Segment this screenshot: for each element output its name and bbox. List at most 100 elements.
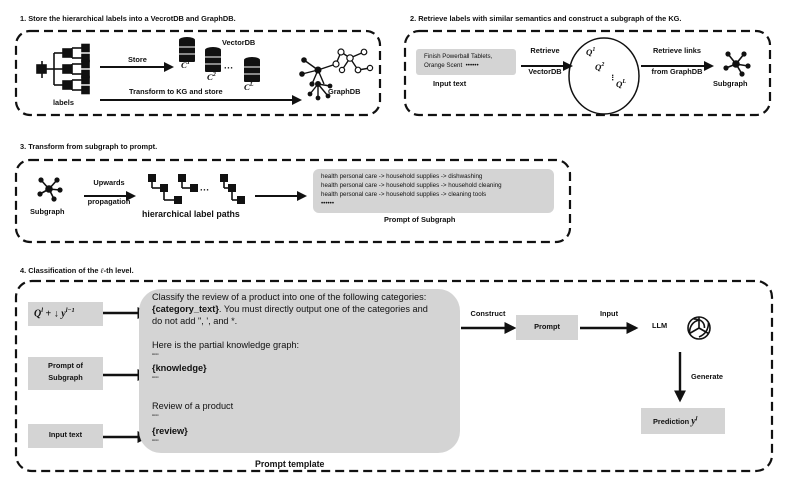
llm-label: LLM <box>652 321 668 330</box>
store-label: Store <box>128 55 147 64</box>
section3-title: 3. Transform from subgraph to prompt. <box>20 142 158 151</box>
vector-ql: CL <box>244 82 254 92</box>
retrieve-links-1: Retrieve links <box>652 46 702 55</box>
query-q2-sup: 2 <box>601 62 605 69</box>
prediction-text: Prediction <box>653 417 692 426</box>
section4-title-pre: 4. Classification of the <box>20 266 101 275</box>
query-input-box: Ql + ↓ yl−1 <box>28 302 103 326</box>
vector-q2-sup: 2 <box>212 72 216 79</box>
template-quote-4: """ <box>152 439 159 446</box>
label-path-icon-1 <box>148 174 182 204</box>
prompt-line-1: health personal care -> household suppli… <box>321 173 483 180</box>
template-knowledge: {knowledge} <box>152 363 207 373</box>
section2-title: 2. Retrieve labels with similar semantic… <box>410 14 682 23</box>
prompt-label: Prompt <box>534 322 560 331</box>
generate-label: Generate <box>691 372 724 381</box>
input-text-line2: Orange Scent •••••• <box>424 62 479 69</box>
input-text-box: Finish Powerball Tablets, Orange Scent •… <box>416 49 516 75</box>
prompt-of-subgraph-line1: Prompt of <box>48 361 83 370</box>
input-text-line1: Finish Powerball Tablets, <box>424 53 493 60</box>
template-line-1: Classify the review of a product into on… <box>152 292 427 302</box>
prompt-of-subgraph-line2: Subgraph <box>48 373 83 382</box>
vector-q2: C2 <box>207 72 216 82</box>
query-vdots: ⋮ <box>609 73 617 82</box>
prompt-box: Prompt <box>516 315 578 340</box>
section4-title: 4. Classification of the ℓ-th level. <box>20 266 134 276</box>
query-input-mid: + ↓ <box>43 308 62 320</box>
query-q1-base: Q <box>586 47 593 57</box>
hierarchy-icon <box>36 43 90 95</box>
template-line-2-rest: . You must directly output one of the ca… <box>218 304 428 314</box>
prediction-y-sup: l <box>695 416 698 423</box>
template-quote-2: """ <box>152 376 159 383</box>
vector-database-icons <box>179 37 260 82</box>
label-path-icon-2 <box>178 174 198 192</box>
section3-panel <box>14 158 572 244</box>
query-input-y-sup: l−1 <box>65 307 75 314</box>
section4-panel <box>14 279 774 473</box>
query-q1: Q1 <box>586 47 595 58</box>
input-label: Input <box>599 309 619 318</box>
query-ql-sup: L <box>622 79 627 86</box>
section1-panel <box>14 29 382 117</box>
section4-title-ell: ℓ <box>100 266 104 275</box>
template-line-5: Review of a product <box>152 401 234 411</box>
subgraph-caption-s2: Subgraph <box>713 79 748 88</box>
database-icon-l <box>244 57 260 82</box>
subgraph-icon-s3 <box>37 177 63 202</box>
query-ql: QL <box>616 79 626 90</box>
vector-ql-sup: L <box>249 82 254 89</box>
query-q2: Q2 <box>595 62 604 73</box>
path-dots: ··· <box>200 184 210 195</box>
template-category-text: {category_text} <box>152 304 219 314</box>
input-text-box-s4: Input text <box>28 424 103 448</box>
subgraph-icon-top <box>723 51 751 77</box>
prompt-template-caption: Prompt template <box>255 459 325 469</box>
prompt-dots: •••••• <box>321 200 334 207</box>
database-icon-1 <box>179 37 195 62</box>
prompt-of-subgraph-caption: Prompt of Subgraph <box>384 215 456 224</box>
template-quote-1: """ <box>152 353 159 360</box>
query-input-formula: Ql + ↓ yl−1 <box>34 307 75 320</box>
template-quote-3: """ <box>152 414 159 421</box>
prompt-template-box: Classify the review of a product into on… <box>139 289 460 453</box>
query-input-y: y <box>61 308 66 320</box>
prompt-line-2: health personal care -> household suppli… <box>321 182 502 189</box>
upwards-label-2: propagation <box>87 197 131 206</box>
query-q1-sup: 1 <box>592 47 596 54</box>
openai-logo-icon <box>687 316 711 340</box>
graphdb-label: GraphDB <box>328 87 361 96</box>
retrieve-links-2: from GraphDB <box>651 67 703 76</box>
label-path-icon-3 <box>220 174 245 204</box>
subgraph-prompt-box: health personal care -> household suppli… <box>313 169 554 213</box>
vectordb-label: VectorDB <box>222 38 256 47</box>
template-line-4: Here is the partial knowledge graph: <box>152 340 300 350</box>
prediction-box: Prediction yl <box>641 408 725 434</box>
input-text-dots: •••••• <box>465 62 479 69</box>
vector-q1: C1 <box>181 60 190 70</box>
query-input-q-sup: l <box>41 307 44 314</box>
section4-title-post: -th level. <box>103 266 134 275</box>
subgraph-caption-s3: Subgraph <box>30 207 65 216</box>
transform-label: Transform to KG and store <box>129 87 223 96</box>
labels-caption: labels <box>53 98 74 107</box>
input-text-line2-text: Orange Scent <box>424 62 463 69</box>
input-text-label-s4: Input text <box>48 430 83 439</box>
retrieve-label-1: Retrieve <box>530 46 560 55</box>
input-text-caption: Input text <box>433 79 467 88</box>
section2-panel <box>403 29 772 117</box>
vector-q1-sup: 1 <box>186 60 190 67</box>
query-input-q: Q <box>34 308 42 320</box>
query-ql-base: Q <box>616 79 623 89</box>
template-line-2: {category_text}. You must directly outpu… <box>152 304 428 316</box>
upwards-label-1: Upwards <box>93 178 125 187</box>
prediction-label: Prediction yl <box>653 416 697 428</box>
database-icon-2 <box>205 47 221 72</box>
knowledge-graph-icon <box>299 48 374 101</box>
query-set-circle <box>568 37 640 115</box>
template-review: {review} <box>152 426 188 436</box>
prompt-line-3: health personal care -> household suppli… <box>321 191 487 198</box>
template-line-3: do not add ", ', and *. <box>152 316 238 326</box>
section1-title: 1. Store the hierarchical labels into a … <box>20 14 236 23</box>
